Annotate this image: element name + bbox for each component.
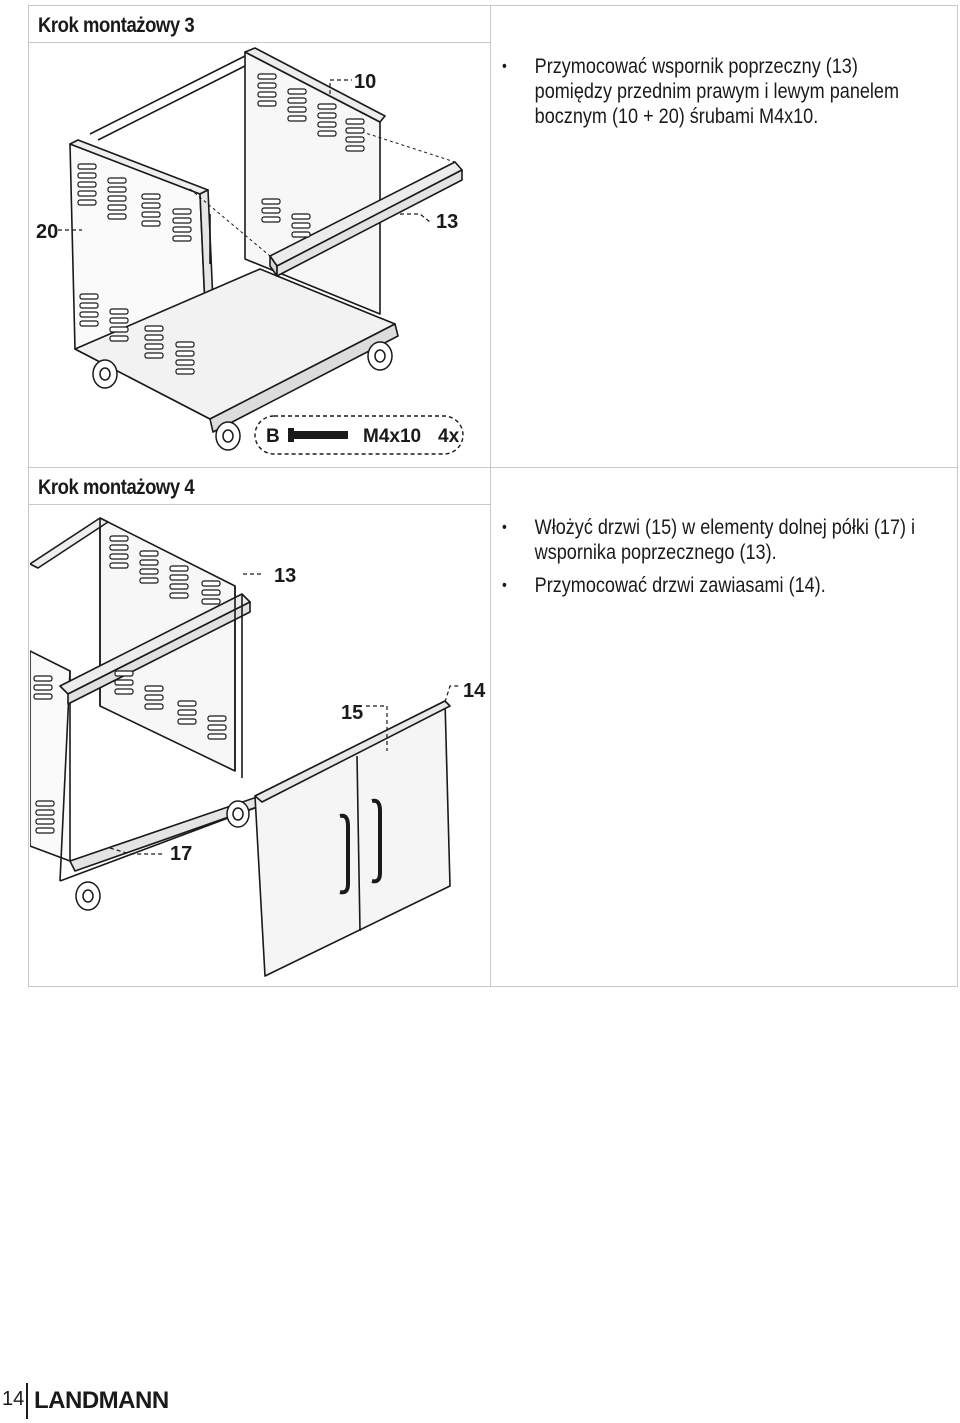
step4-title: Krok montażowy 4: [38, 476, 195, 499]
grid-line: [957, 5, 958, 987]
grid-line: [28, 504, 490, 505]
step3-instructions: Przymocować wspornik poprzeczny (13) pom…: [502, 54, 932, 137]
step4-label-14: 14: [463, 680, 486, 702]
screw-icon: [288, 428, 348, 442]
screw-size: M4x10: [363, 426, 421, 447]
footer-divider: [26, 1383, 28, 1419]
step3-label-13: 13: [436, 211, 458, 233]
step3-title: Krok montażowy 3: [38, 14, 195, 37]
step4-label-17: 17: [170, 843, 192, 865]
grid-line: [490, 5, 491, 987]
grid-line: [28, 986, 958, 987]
step4-instructions: Włożyć drzwi (15) w elementy dolnej półk…: [502, 515, 932, 606]
screw-callout: [254, 415, 464, 455]
step4-label-13: 13: [274, 565, 296, 587]
grid-line: [28, 5, 958, 6]
step4-diagram: 13 15 14 17: [30, 517, 486, 977]
screw-qty: 4x: [438, 426, 460, 447]
step3-instruction-item: Przymocować wspornik poprzeczny (13) pom…: [502, 54, 932, 129]
screw-code: B: [266, 426, 280, 447]
grid-line: [28, 42, 490, 43]
steps-table: [28, 5, 958, 987]
page-number: 14: [2, 1388, 25, 1410]
step3-label-20: 20: [36, 221, 58, 243]
step4-instruction-item: Włożyć drzwi (15) w elementy dolnej półk…: [502, 515, 932, 565]
brand-logo: LANDMANN: [34, 1387, 169, 1414]
step4-instruction-item: Przymocować drzwi zawiasami (14).: [502, 573, 932, 598]
step4-label-15: 15: [341, 702, 363, 724]
grid-line: [28, 5, 29, 987]
grid-line: [28, 467, 958, 468]
step3-label-10: 10: [354, 71, 376, 93]
step3-diagram: 10 20 13 B M4x10 4x: [36, 47, 464, 455]
